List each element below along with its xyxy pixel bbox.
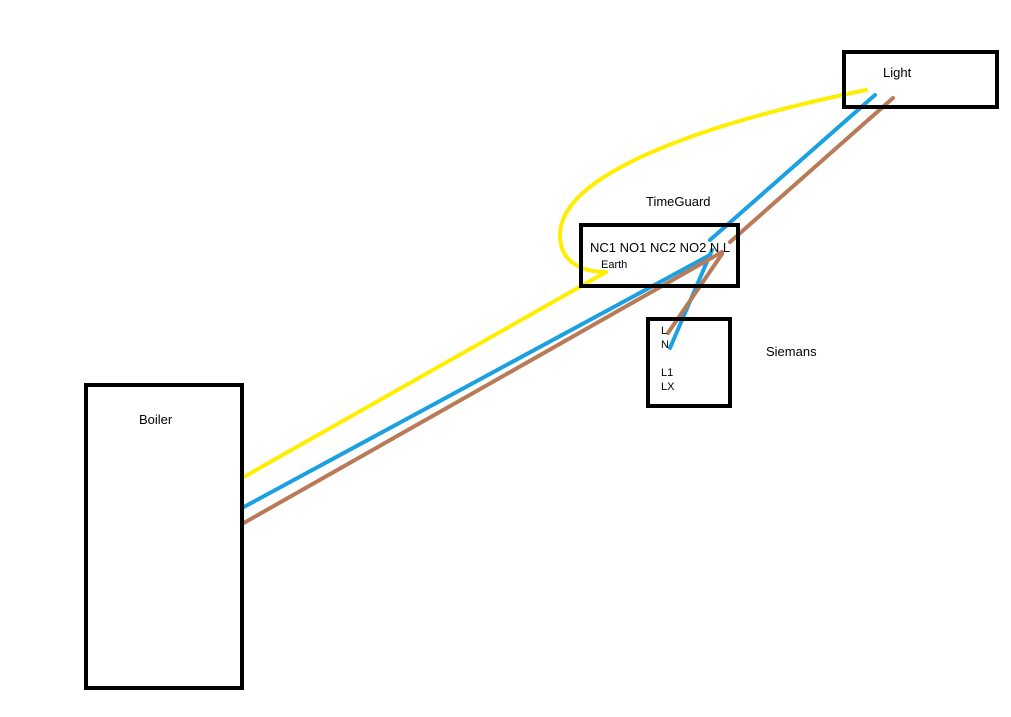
boiler-label: Boiler	[139, 412, 173, 427]
siemens-label: Siemans	[766, 344, 817, 359]
earth-wire-timeguard-to-boiler	[240, 270, 608, 480]
neutral-wire-timeguard-to-boiler	[240, 253, 712, 510]
light-label: Light	[883, 65, 912, 80]
live-wire-light-to-timeguard	[728, 96, 895, 244]
timeguard-label: TimeGuard	[646, 194, 711, 209]
siemens-terminal-l1: L1	[661, 367, 674, 379]
timeguard-terminals: NC1 NO1 NC2 NO2 N L	[590, 240, 731, 255]
siemens-terminal-n: N	[661, 339, 669, 351]
boiler-box	[84, 383, 244, 690]
light-box	[842, 50, 999, 109]
neutral-wire-light-to-timeguard	[708, 93, 877, 242]
siemens-terminal-lx: LX	[661, 381, 675, 393]
timeguard-box	[579, 223, 740, 288]
timeguard-earth-terminal: Earth	[601, 259, 628, 271]
live-wire-timeguard-to-boiler	[240, 250, 724, 526]
siemens-terminal-l: L	[661, 325, 668, 337]
siemens-box	[646, 317, 732, 408]
